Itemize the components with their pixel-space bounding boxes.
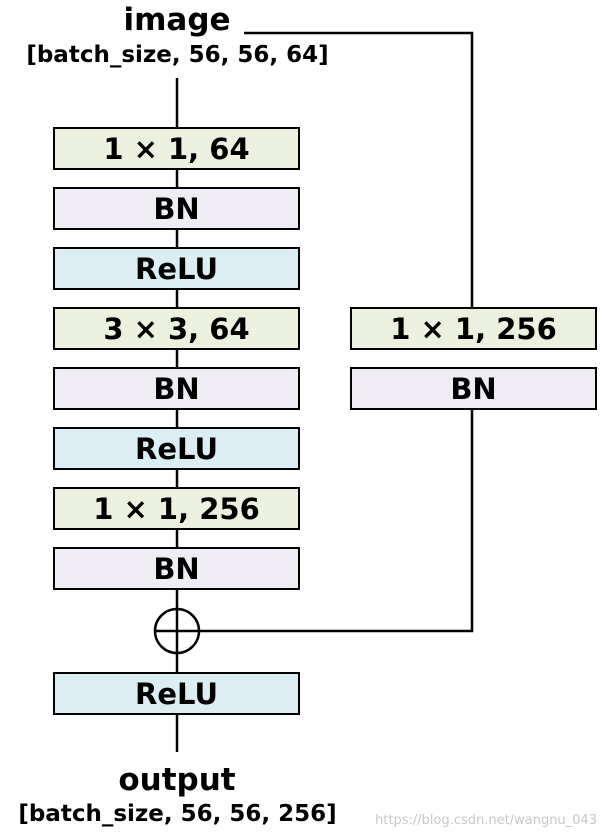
- output-shape: [batch_size, 56, 56, 256]: [18, 801, 337, 827]
- shortcut-bn: BN: [350, 367, 597, 410]
- main-relu-1: ReLU: [53, 247, 300, 290]
- main-bn-3: BN: [53, 547, 300, 590]
- main-conv-3x3-64: 3 × 3, 64: [53, 307, 300, 350]
- shortcut-connector-top: [244, 31, 474, 308]
- main-conv-1x1-64: 1 × 1, 64: [53, 127, 300, 170]
- watermark: https://blog.csdn.net/wangnu_043: [375, 813, 597, 828]
- add-operator-icon: [153, 607, 201, 655]
- final-relu: ReLU: [53, 672, 300, 715]
- main-bn-2: BN: [53, 367, 300, 410]
- output-title: output: [118, 762, 236, 798]
- shortcut-conv-1x1-256: 1 × 1, 256: [350, 307, 597, 350]
- input-title: image: [123, 2, 231, 38]
- main-bn-1: BN: [53, 187, 300, 230]
- main-conv-1x1-256: 1 × 1, 256: [53, 487, 300, 530]
- input-shape: [batch_size, 56, 56, 64]: [26, 42, 329, 68]
- main-relu-2: ReLU: [53, 427, 300, 470]
- shortcut-connector-bottom: [199, 409, 474, 633]
